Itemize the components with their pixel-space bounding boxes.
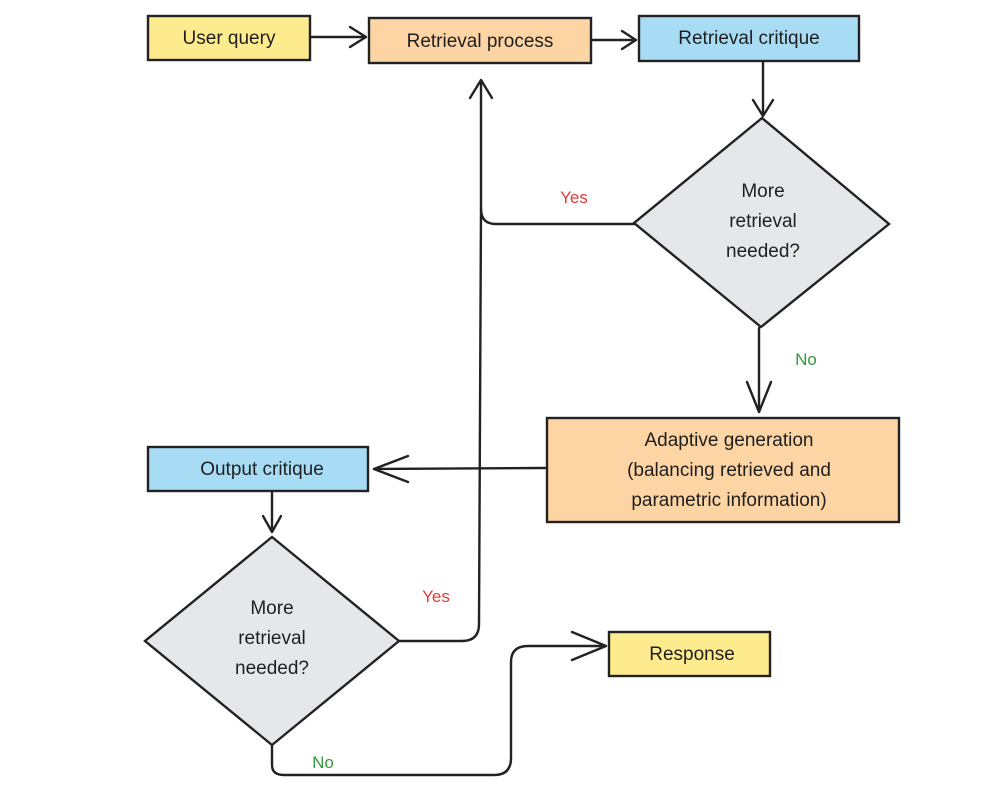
node-response-label: Response [649,644,735,665]
edge-retrieval-critique-to-decision-1 [751,60,775,118]
node-output-critique: Output critique [146,445,370,493]
edge-decision-1-no-to-adaptive-generation [745,326,773,414]
node-adaptive-generation: Adaptive generation (balancing retrieved… [545,416,901,524]
edge-label-yes-2: Yes [422,587,450,606]
edge-output-critique-to-decision-2 [261,490,283,534]
adaptive-generation-line-2: (balancing retrieved and [627,460,831,481]
edge-decision-1-yes-to-retrieval-process [468,78,636,226]
node-user-query-label: User query [183,28,276,49]
decision-1-line-2: retrieval [729,211,797,232]
decision-1-line-3: needed? [726,241,800,262]
node-user-query: User query [146,14,312,62]
edge-user-query-to-retrieval-process [309,25,368,49]
decision-2-line-3: needed? [235,658,309,679]
adaptive-generation-line-1: Adaptive generation [644,430,813,451]
node-response: Response [607,630,772,678]
decision-1-line-1: More [741,181,784,202]
node-retrieval-process: Retrieval process [367,16,593,65]
node-output-critique-label: Output critique [200,459,324,480]
node-retrieval-critique-label: Retrieval critique [678,28,820,49]
node-decision-more-retrieval-2: More retrieval needed? [143,535,401,747]
edge-adaptive-generation-to-output-critique [372,454,547,484]
node-decision-more-retrieval-1: More retrieval needed? [632,116,891,329]
edge-label-no-1: No [795,350,817,369]
node-retrieval-critique: Retrieval critique [637,14,861,63]
edge-label-yes-1: Yes [560,188,588,207]
node-retrieval-process-label: Retrieval process [407,31,554,52]
decision-2-line-2: retrieval [238,628,306,649]
edge-decision-2-no-to-response [270,630,608,777]
edge-retrieval-process-to-retrieval-critique [590,29,638,51]
adaptive-generation-line-3: parametric information) [631,490,826,511]
edge-label-no-2: No [312,753,334,772]
edge-decision-2-yes-to-retrieval-process [397,207,483,643]
decision-2-line-1: More [250,598,293,619]
